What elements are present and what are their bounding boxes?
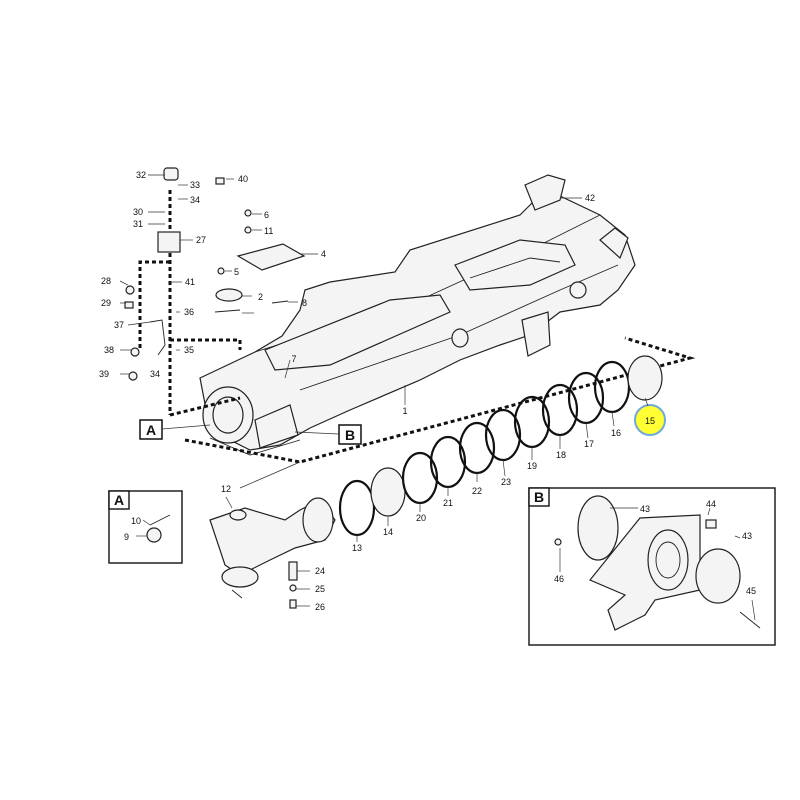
detail-box-b-label: B xyxy=(534,489,544,505)
callout-17: 17 xyxy=(584,439,594,449)
callout-35: 35 xyxy=(184,345,194,355)
highlight-ring xyxy=(634,404,666,436)
callout-42: 42 xyxy=(585,193,595,203)
detail-marker-b-label: B xyxy=(345,427,355,443)
callout-44: 44 xyxy=(706,499,716,509)
callout-2: 2 xyxy=(258,292,263,302)
sensor-harness-group xyxy=(124,167,242,417)
detail-box-a-label: A xyxy=(114,492,124,508)
callout-labels: 1 2 4 5 6 7 8 9 10 11 12 13 14 15 16 17 … xyxy=(99,170,756,612)
detail-marker-a-label: A xyxy=(146,422,156,438)
callout-26: 26 xyxy=(315,602,325,612)
detail-box-a xyxy=(108,490,183,564)
callout-23: 23 xyxy=(501,477,511,487)
callout-20: 20 xyxy=(416,513,426,523)
callout-18: 18 xyxy=(556,450,566,460)
pivot-shaft xyxy=(209,497,336,609)
callout-45: 45 xyxy=(746,586,756,596)
detail-marker-b xyxy=(338,424,362,445)
detail-box-b xyxy=(528,487,776,646)
callout-22: 22 xyxy=(472,486,482,496)
callout-6: 6 xyxy=(264,210,269,220)
callout-34-bottom: 34 xyxy=(150,369,160,379)
callout-37: 37 xyxy=(114,320,124,330)
callout-4: 4 xyxy=(321,249,326,259)
callout-9: 9 xyxy=(124,532,129,542)
callout-32: 32 xyxy=(136,170,146,180)
callout-30: 30 xyxy=(133,207,143,217)
callout-43-left: 43 xyxy=(640,504,650,514)
callout-41: 41 xyxy=(185,277,195,287)
callout-19: 19 xyxy=(527,461,537,471)
callout-46: 46 xyxy=(554,574,564,584)
callout-14: 14 xyxy=(383,527,393,537)
callout-33: 33 xyxy=(190,180,200,190)
callout-39: 39 xyxy=(99,369,109,379)
callout-40: 40 xyxy=(238,174,248,184)
callout-13: 13 xyxy=(352,543,362,553)
callout-16: 16 xyxy=(611,428,621,438)
callout-31: 31 xyxy=(133,219,143,229)
callout-7: 7 xyxy=(291,354,296,364)
callout-11: 11 xyxy=(264,226,273,236)
callout-34-top: 34 xyxy=(190,195,200,205)
callout-15: 15 xyxy=(645,416,655,426)
callout-38: 38 xyxy=(104,345,114,355)
ring-envelope-dash xyxy=(184,336,696,464)
callout-36: 36 xyxy=(184,307,194,317)
main-frame xyxy=(199,174,636,456)
callout-1: 1 xyxy=(402,406,407,416)
callout-24: 24 xyxy=(315,566,325,576)
callout-43-right: 43 xyxy=(742,531,752,541)
callout-5: 5 xyxy=(234,267,239,277)
callout-28: 28 xyxy=(101,276,111,286)
detail-marker-a xyxy=(139,419,163,440)
callout-21: 21 xyxy=(443,498,453,508)
leader-lines xyxy=(119,174,756,621)
callout-25: 25 xyxy=(315,584,325,594)
callout-27: 27 xyxy=(196,235,206,245)
callout-12: 12 xyxy=(221,484,231,494)
cover-plate-group xyxy=(214,209,306,313)
callout-29: 29 xyxy=(101,298,111,308)
callout-8: 8 xyxy=(302,298,307,308)
callout-10: 10 xyxy=(131,516,141,526)
